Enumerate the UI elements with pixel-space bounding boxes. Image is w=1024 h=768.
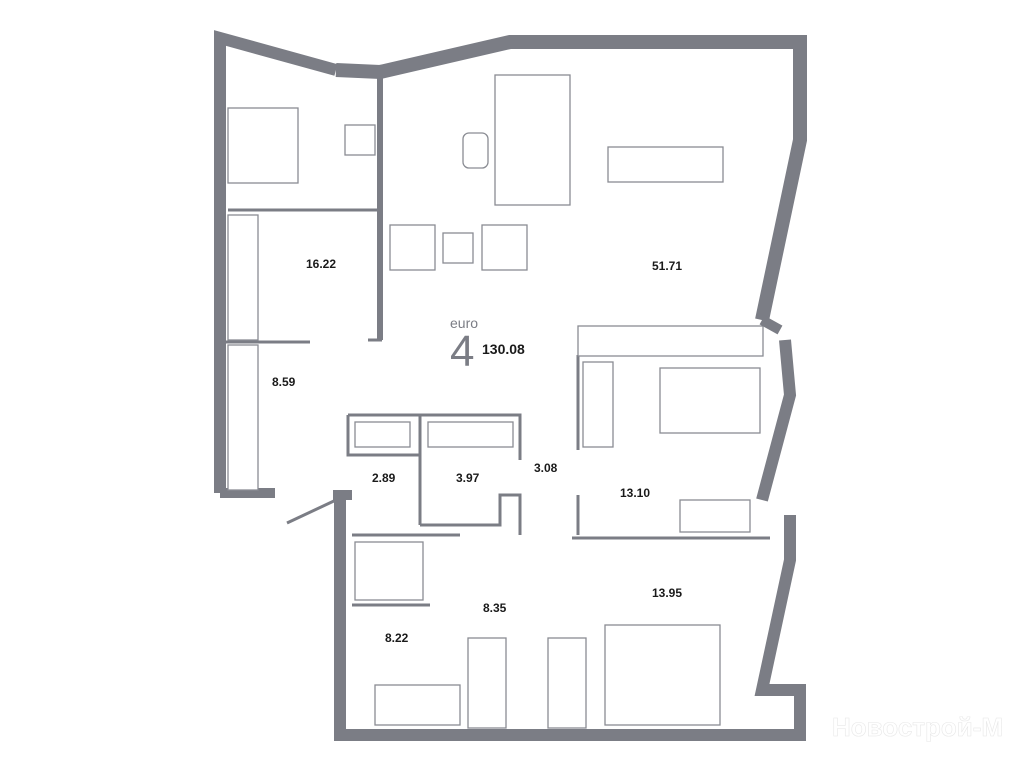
area-wardrobe: 2.89 bbox=[372, 471, 396, 485]
kitchen-counter bbox=[577, 325, 764, 357]
sofa bbox=[494, 74, 571, 206]
watermark: Новострой-М bbox=[832, 712, 1003, 742]
total-area: 130.08 bbox=[482, 341, 525, 357]
rooms-count: 4 bbox=[450, 327, 474, 376]
armchair-2 bbox=[481, 224, 528, 271]
wardrobe-3 bbox=[354, 421, 411, 448]
wardrobe-5 bbox=[467, 637, 507, 729]
shower bbox=[354, 541, 424, 601]
bed-1 bbox=[227, 107, 299, 184]
wardrobe-2 bbox=[227, 344, 259, 491]
wardrobe-1 bbox=[227, 214, 259, 341]
area-bathroom-2: 8.22 bbox=[385, 631, 409, 645]
area-corridor-2: 8.35 bbox=[483, 601, 507, 615]
area-living-room: 51.71 bbox=[652, 259, 682, 273]
bed-3 bbox=[604, 624, 721, 726]
desk-2 bbox=[679, 499, 751, 533]
outer-walls bbox=[214, 30, 807, 741]
wardrobe-4 bbox=[582, 361, 614, 448]
area-bedroom-1: 16.22 bbox=[306, 257, 336, 271]
coffee-table bbox=[462, 132, 489, 169]
area-bedroom-3: 13.95 bbox=[652, 586, 682, 600]
desk-1 bbox=[344, 124, 376, 156]
area-hall: 8.59 bbox=[272, 375, 296, 389]
room-labels: 16.22 51.71 8.59 2.89 3.97 3.08 13.10 13… bbox=[272, 257, 682, 645]
bathtub-1 bbox=[427, 421, 514, 448]
area-bathroom-1: 3.97 bbox=[456, 471, 480, 485]
wardrobe-6 bbox=[547, 637, 587, 729]
inner-walls bbox=[222, 72, 783, 607]
area-bedroom-2: 13.10 bbox=[620, 486, 650, 500]
dining-table bbox=[607, 146, 724, 183]
armchair-1 bbox=[389, 224, 436, 271]
side-table bbox=[442, 232, 474, 264]
bed-2 bbox=[659, 367, 761, 434]
apartment-type-label: euro bbox=[450, 315, 478, 331]
area-corridor: 3.08 bbox=[534, 461, 558, 475]
furniture bbox=[227, 74, 761, 729]
bathtub-2 bbox=[374, 684, 461, 726]
